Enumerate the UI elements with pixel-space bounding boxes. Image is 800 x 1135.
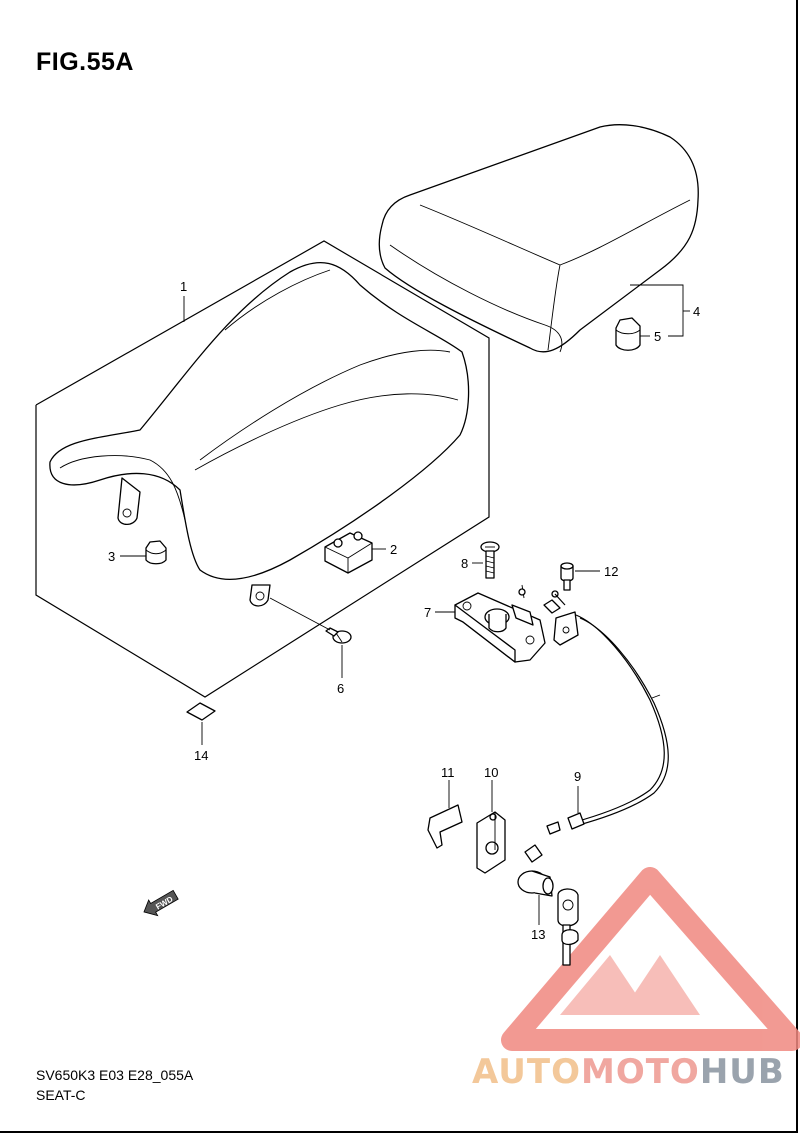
callout-5: 5 [654, 329, 661, 344]
callout-9: 9 [574, 769, 581, 784]
seat-lock-cable-9[interactable] [543, 590, 669, 835]
screw-12[interactable] [560, 562, 574, 591]
callout-3: 3 [108, 549, 115, 564]
figure-title: FIG.55A [36, 48, 134, 76]
bolt-6[interactable] [325, 627, 352, 644]
front-seat[interactable] [49, 261, 470, 607]
callout-10: 10 [484, 765, 498, 780]
bracket-10[interactable] [476, 811, 506, 874]
callout-12: 12 [604, 564, 618, 579]
callout-6: 6 [337, 681, 344, 696]
watermark-text: AUTOMOTOHUB [472, 1052, 785, 1092]
callout-4: 4 [693, 304, 700, 319]
label-plate-14[interactable] [186, 702, 216, 721]
front-seat-box [35, 240, 490, 698]
seat-lock-7[interactable] [454, 584, 546, 663]
watermark-logo [501, 867, 800, 1051]
callout-14: 14 [194, 748, 208, 763]
fwd-arrow-icon: FWD [143, 889, 179, 917]
callout-11: 11 [441, 765, 455, 780]
callout-7: 7 [424, 605, 431, 620]
rubber-block-2[interactable] [324, 531, 373, 574]
footer-section-name: SEAT-C [36, 1087, 86, 1103]
screw-8[interactable] [480, 541, 500, 579]
watermark-part-2: MOTO [580, 1052, 700, 1092]
rear-seat[interactable] [378, 124, 699, 353]
callout-8: 8 [461, 556, 468, 571]
cushion-5[interactable] [615, 317, 641, 351]
lock-cylinder-13[interactable] [517, 844, 579, 966]
bracket-11[interactable] [427, 804, 463, 849]
cushion-3[interactable] [145, 540, 167, 565]
callout-2: 2 [390, 542, 397, 557]
footer-model-code: SV650K3 E03 E28_055A [36, 1067, 194, 1083]
watermark-part-1: AUTO [472, 1052, 581, 1092]
watermark-part-3: HUB [699, 1052, 785, 1092]
callout-13: 13 [531, 927, 545, 942]
callout-leaders [120, 284, 690, 925]
callout-1: 1 [180, 279, 187, 294]
